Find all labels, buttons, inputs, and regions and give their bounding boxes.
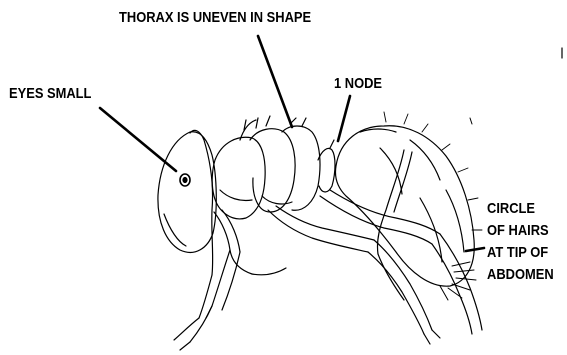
- label-eyes: EYES SMALL: [9, 86, 91, 101]
- ant-head: [158, 132, 216, 253]
- thorax-segment-1: [212, 137, 265, 219]
- leg-hind: [320, 196, 432, 244]
- label-circle-line: CIRCLE: [487, 198, 554, 220]
- label-circle-of-hairs: CIRCLE OF HAIRS AT TIP OF ABDOMEN: [487, 198, 554, 286]
- label-circle-line: AT TIP OF: [487, 242, 554, 264]
- antenna: [190, 130, 213, 275]
- label-node: 1 NODE: [334, 76, 382, 91]
- leg-rear: [377, 150, 404, 254]
- label-circle-line: ABDOMEN: [487, 264, 554, 286]
- label-thorax: THORAX IS UNEVEN IN SHAPE: [119, 10, 311, 25]
- thorax-segment-3: [282, 126, 320, 210]
- node: [318, 148, 335, 192]
- eye-icon: [180, 174, 190, 186]
- leg-front: [214, 212, 252, 274]
- label-circle-line: OF HAIRS: [487, 220, 554, 242]
